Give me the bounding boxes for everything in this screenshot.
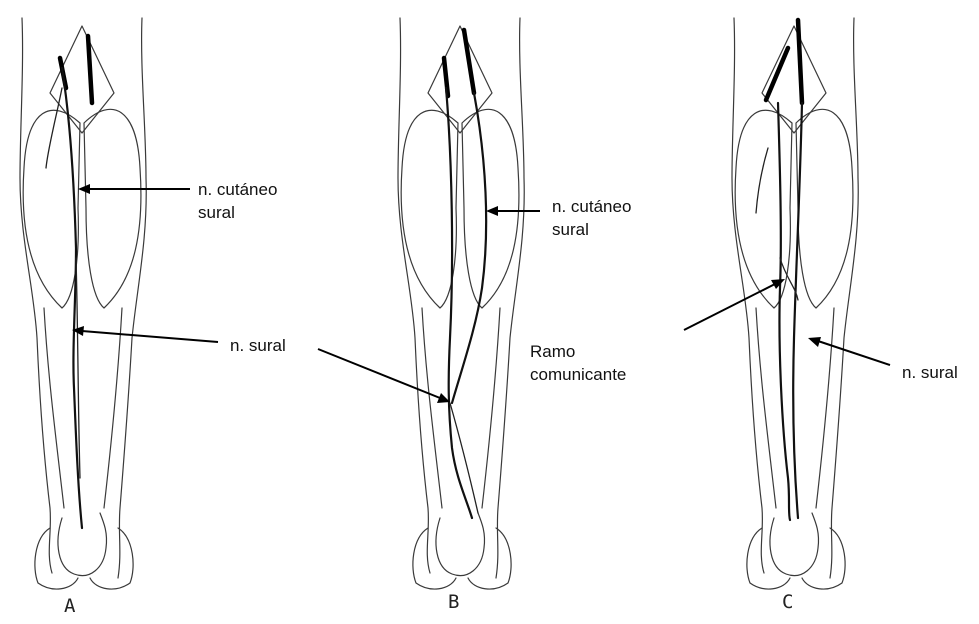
arrow-ramo <box>684 284 775 330</box>
label-a-cutaneo-line1: n. cutáneo <box>198 180 277 199</box>
label-b-cutaneo-line1: n. cutáneo <box>552 197 631 216</box>
panel-c <box>732 18 858 589</box>
label-c-sural: n. sural <box>902 363 958 382</box>
label-ramo-line2: comunicante <box>530 365 626 384</box>
panel-b <box>398 18 524 589</box>
panel-label-b: B <box>448 591 459 613</box>
label-ramo-line1: Ramo <box>530 342 575 361</box>
label-ab-sural: n. sural <box>230 336 286 355</box>
panel-a <box>20 18 146 589</box>
arrow-a-sural <box>82 331 218 342</box>
panel-label-a: A <box>64 595 76 617</box>
arrow-b-sural <box>318 349 440 398</box>
panel-label-c: C <box>782 591 793 613</box>
label-b-cutaneo-line2: sural <box>552 220 589 239</box>
label-a-cutaneo-line2: sural <box>198 203 235 222</box>
arrow-c-sural <box>818 341 890 365</box>
